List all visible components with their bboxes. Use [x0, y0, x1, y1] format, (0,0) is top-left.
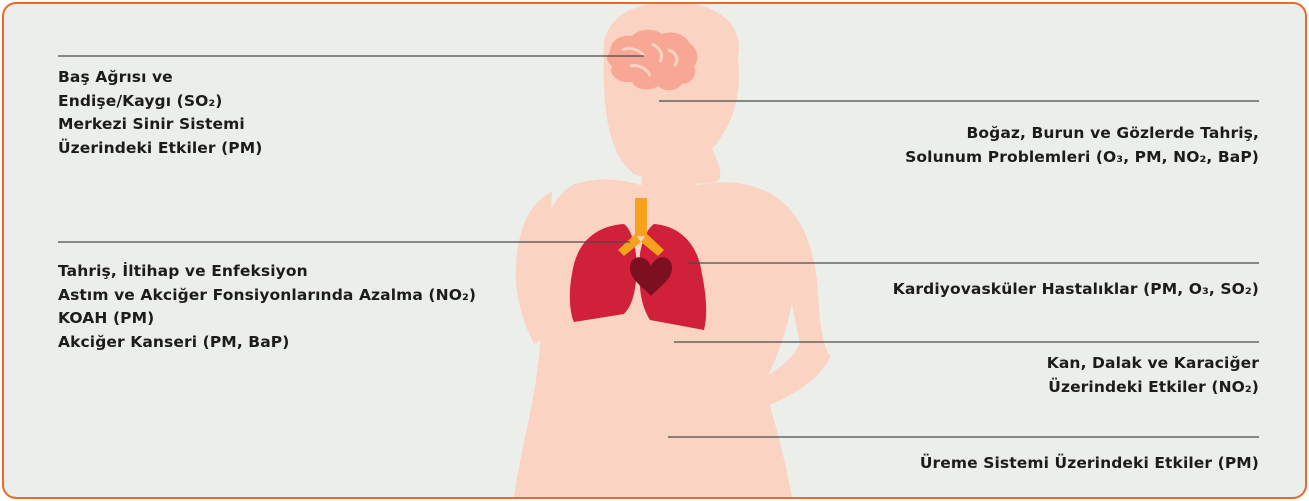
label-line: KOAH (PM) [58, 307, 476, 331]
label-lung-effects: Tahriş, İltihap ve Enfeksiyon Astım ve A… [58, 260, 476, 354]
label-line: Baş Ağrısı ve [58, 66, 262, 90]
label-line: Solunum Problemleri (O₃, PM, NO₂, BaP) [905, 146, 1259, 170]
label-reproductive-effects: Üreme Sistemi Üzerindeki Etkiler (PM) [920, 452, 1259, 476]
label-line: Akciğer Kanseri (PM, BaP) [58, 331, 476, 355]
label-line: Astım ve Akciğer Fonsiyonlarında Azalma … [58, 284, 476, 308]
label-line: Merkezi Sinir Sistemi [58, 113, 262, 137]
label-line: Üzerindeki Etkiler (NO₂) [1047, 376, 1259, 400]
label-line: Üreme Sistemi Üzerindeki Etkiler (PM) [920, 452, 1259, 476]
label-line: Kardiyovasküler Hastalıklar (PM, O₃, SO₂… [893, 278, 1259, 302]
label-line: Tahriş, İltihap ve Enfeksiyon [58, 260, 476, 284]
label-line: Üzerindeki Etkiler (PM) [58, 137, 262, 161]
label-head-effects: Baş Ağrısı ve Endişe/Kaygı (SO₂) Merkezi… [58, 66, 262, 160]
label-heart-effects: Kardiyovasküler Hastalıklar (PM, O₃, SO₂… [893, 278, 1259, 302]
label-throat-effects: Boğaz, Burun ve Gözlerde Tahriş, Solunum… [905, 122, 1259, 169]
label-liver-effects: Kan, Dalak ve Karaciğer Üzerindeki Etkil… [1047, 352, 1259, 399]
label-line: Endişe/Kaygı (SO₂) [58, 90, 262, 114]
label-line: Boğaz, Burun ve Gözlerde Tahriş, [905, 122, 1259, 146]
label-line: Kan, Dalak ve Karaciğer [1047, 352, 1259, 376]
